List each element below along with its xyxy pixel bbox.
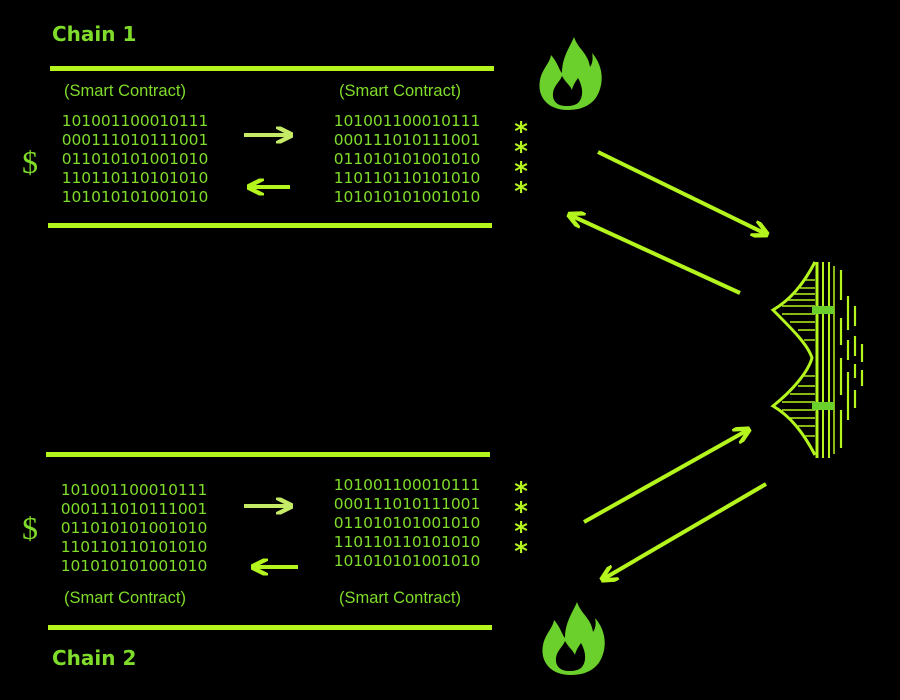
chain-1-title: Chain 1 (52, 22, 137, 46)
arrow-bridge-to-chain-1 (572, 216, 741, 295)
chain-1-right-contract-code: 101001100010111 000111010111001 01101010… (333, 112, 481, 206)
chain-1-dollar-sign: $ (22, 144, 38, 180)
chain-2-top-rail (46, 452, 490, 457)
chain-2-right-contract-code: 101001100010111 000111010111001 01101010… (333, 476, 481, 570)
chain-2-title: Chain 2 (52, 646, 137, 670)
fire-icon (539, 37, 602, 110)
chain-2-asterisks: * * * * (514, 477, 528, 567)
arrow-bridge-to-chain-2 (605, 482, 768, 578)
chain-2-right-contract-label: (Smart Contract) (339, 589, 461, 607)
arrow-chain-2-to-bridge (583, 431, 746, 524)
chain-1-asterisks: * * * * (514, 117, 528, 207)
chain-2-left-contract-code: 101001100010111 000111010111001 01101010… (60, 481, 208, 575)
bridge-icon (770, 261, 864, 458)
chain-1-left-contract-code: 101001100010111 000111010111001 01101010… (61, 112, 209, 206)
chain-1-left-contract-label: (Smart Contract) (64, 82, 186, 100)
chain-2-bottom-rail (48, 625, 492, 630)
fire-icon (542, 602, 605, 675)
chain-1-right-contract-label: (Smart Contract) (339, 82, 461, 100)
arrow-chain-1-to-bridge (597, 150, 764, 233)
chain-1-bottom-rail (48, 223, 492, 228)
chain-2-left-contract-label: (Smart Contract) (64, 589, 186, 607)
chain-1-top-rail (50, 66, 494, 71)
chain-2-dollar-sign: $ (22, 510, 38, 546)
